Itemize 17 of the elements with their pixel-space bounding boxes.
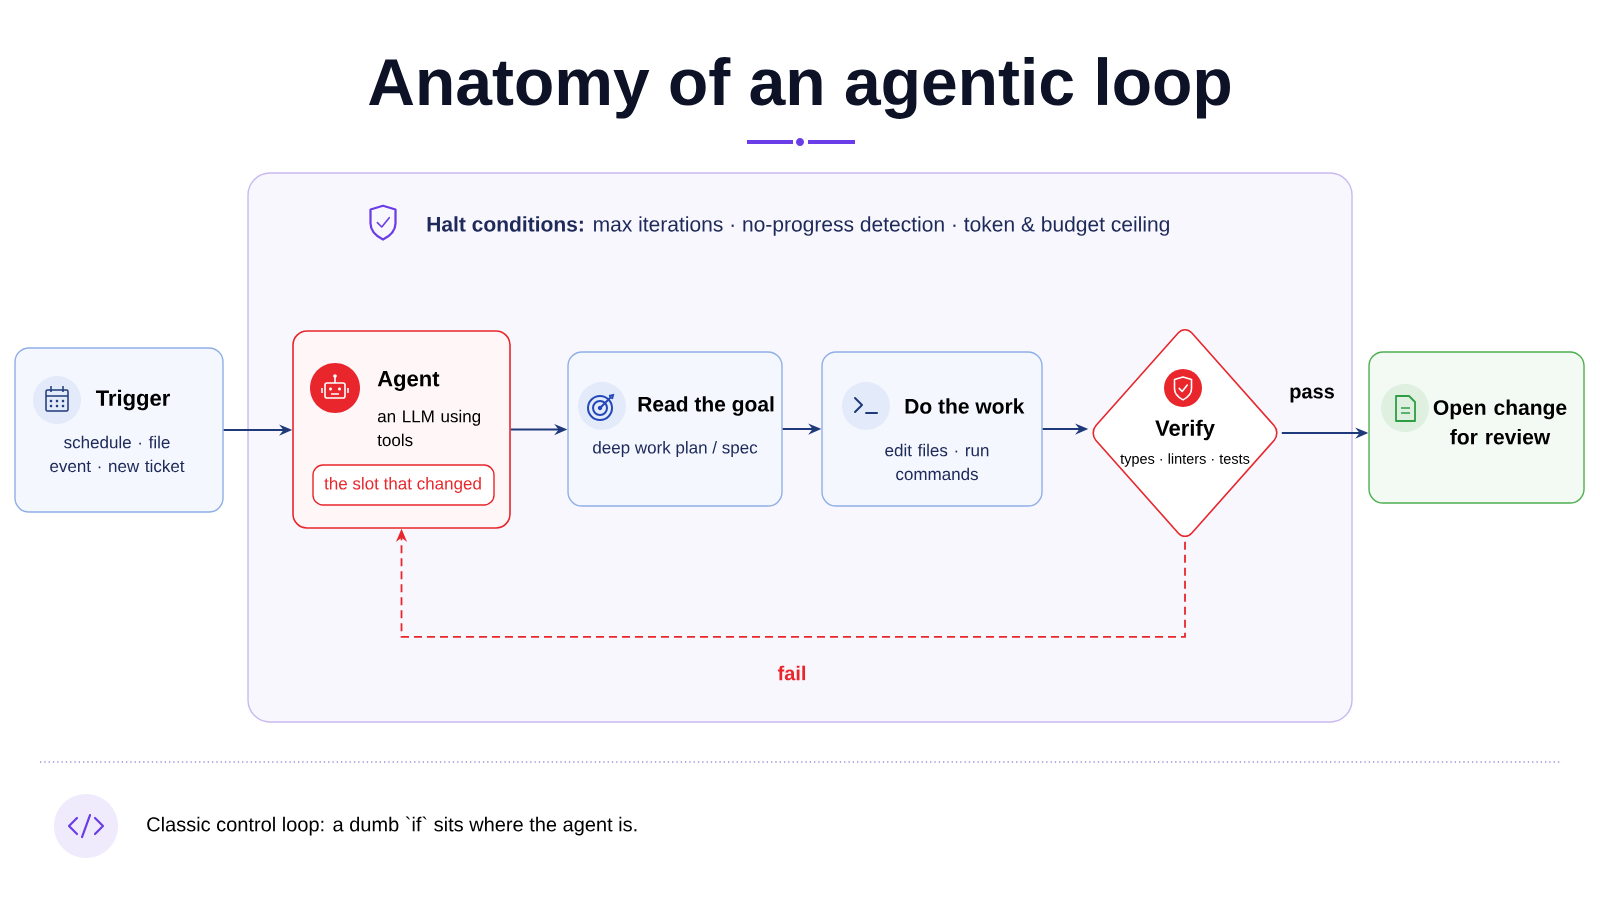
node-heading: Agent	[377, 371, 440, 391]
node-text: the slot that changed	[324, 477, 481, 493]
halt-conditions-text: Halt conditions: max iterations · no-progress detection · token & budget ceiling	[427, 216, 1169, 236]
node-text: types · linters · tests	[1120, 453, 1250, 467]
title: Anatomy of an agentic loop	[368, 57, 1230, 119]
node-text: edit files · run commands	[885, 443, 989, 481]
node-text: deep work plan / spec	[593, 441, 758, 457]
node-heading: Do the work	[905, 398, 1025, 414]
node-text: schedule · file event · new ticket	[50, 435, 185, 473]
node-heading: Read the goal	[638, 396, 774, 416]
edge-label: pass	[1290, 387, 1334, 403]
edge-label: fail	[777, 665, 806, 681]
node-heading: Open change for review	[1433, 399, 1567, 445]
node-text: an LLM using tools	[377, 409, 481, 447]
node-heading: Verify	[1155, 419, 1215, 441]
node-heading: Trigger	[95, 389, 170, 411]
footnote-text: Classic control loop: a dumb `if` sits where the agent is.	[147, 816, 637, 836]
